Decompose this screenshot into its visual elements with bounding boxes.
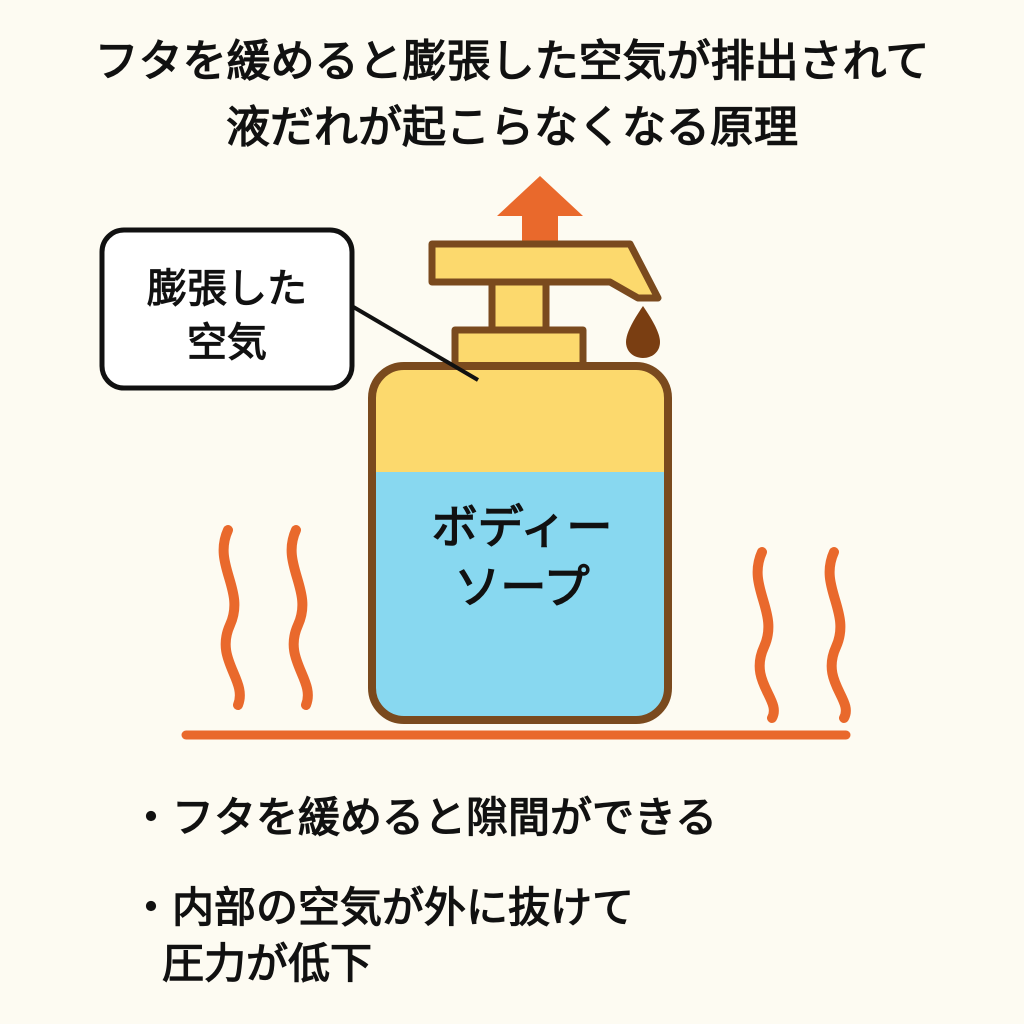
pump-stem (488, 278, 550, 336)
bullet-text-continued: 圧力が低下 (162, 939, 373, 988)
title-line-1: フタを緩めると膨張した空気が排出されて (94, 36, 930, 87)
heat-wave-icon (752, 547, 779, 723)
bullet-2: ・内部の空気が外に抜けて 圧力が低下 (130, 880, 634, 992)
air-region (372, 366, 668, 472)
drip-icon (626, 306, 660, 358)
pump-nozzle (428, 240, 662, 302)
bullet-1: ・フタを緩めると隙間ができる (130, 790, 717, 846)
heat-wave-icon (824, 547, 851, 723)
bullet-marker: ・ (130, 793, 173, 842)
bullet-text: フタを緩めると隙間ができる (172, 793, 718, 842)
heat-wave-icon (286, 525, 313, 710)
bottle-label-line-1: ボディー (432, 500, 613, 554)
heat-wave-icon (218, 525, 245, 710)
callout-line-1: 膨張した (147, 266, 307, 312)
bullet-marker: ・ (130, 883, 173, 932)
up-arrow-icon (497, 176, 583, 246)
soap-region (372, 472, 668, 720)
bottle-label-line-2: ソープ (454, 560, 589, 614)
title-line-2: 液だれが起こらなくなる原理 (226, 102, 798, 153)
bullet-text: 内部の空気が外に抜けて (172, 883, 635, 932)
callout-pointer (348, 303, 480, 382)
callout-box (99, 227, 355, 391)
callout-line-2: 空気 (187, 320, 267, 366)
bottle-body-outline (368, 362, 672, 724)
